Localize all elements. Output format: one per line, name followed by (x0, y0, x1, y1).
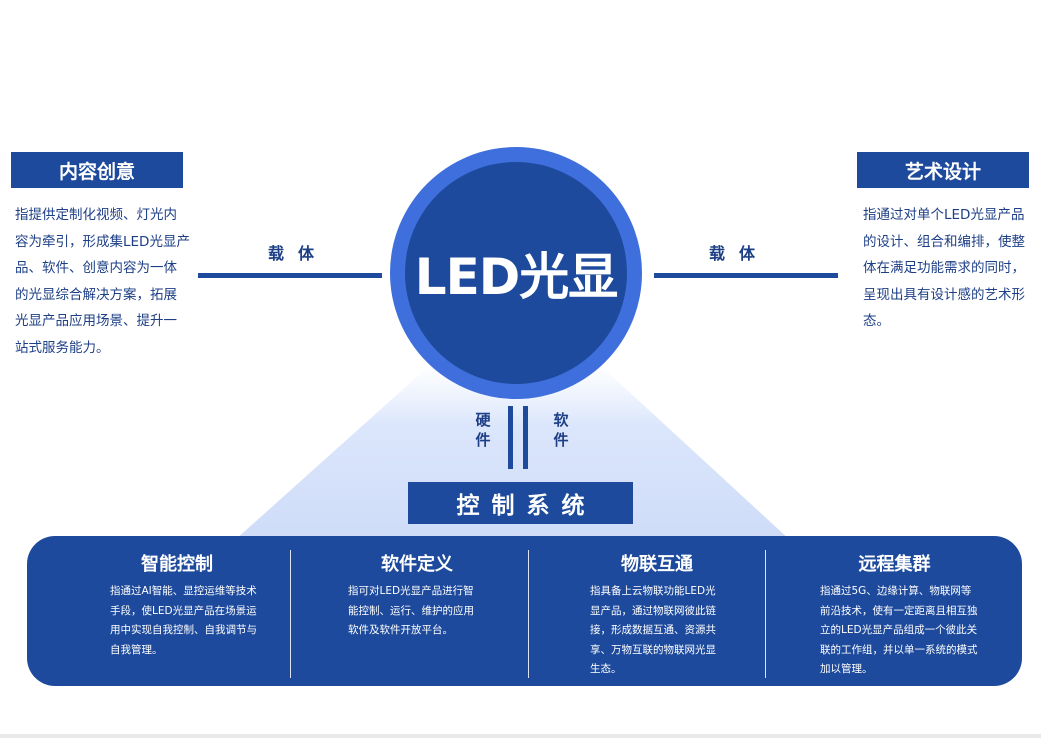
content-creative-text: 指提供定制化视频、灯光内容为牵引，形成集LED光显产品、软件、创意内容为一体的光… (15, 207, 190, 356)
column-iot-interconnect: 物联互通 指具备上云物联功能LED光显产品，通过物联网彼此链接，形成数据互通、资… (577, 536, 737, 686)
led-display-circle (390, 147, 642, 399)
column-text: 指通过5G、边缘计算、物联网等前沿技术，使有一定距离且相互独立的LED光显产品组… (820, 585, 978, 675)
column-divider (290, 550, 291, 678)
column-title: 智能控制 (141, 554, 213, 575)
column-text: 指可对LED光显产品进行智能控制、运行、维护的应用软件及软件开放平台。 (348, 585, 474, 636)
column-smart-control: 智能控制 指通过AI智能、显控运维等技术手段，使LED光显产品在场景运用中实现自… (97, 536, 257, 686)
column-title: 软件定义 (381, 554, 453, 575)
software-label: 软件 (553, 411, 569, 449)
right-carrier-label: 载体 (709, 244, 770, 263)
column-divider (528, 550, 529, 678)
software-link-line (523, 406, 528, 469)
column-text: 指通过AI智能、显控运维等技术手段，使LED光显产品在场景运用中实现自我控制、自… (110, 585, 257, 656)
art-design-heading: 艺术设计 (857, 152, 1029, 188)
column-software-defined: 软件定义 指可对LED光显产品进行智能控制、运行、维护的应用软件及软件开放平台。 (337, 536, 497, 686)
right-connector-line (654, 273, 838, 278)
left-connector-line (198, 273, 382, 278)
column-text: 指具备上云物联功能LED光显产品，通过物联网彼此链接，形成数据互通、资源共享、万… (590, 585, 716, 675)
control-system-heading: 控制系统 (408, 482, 633, 524)
center-title: LED光显 (414, 248, 619, 306)
column-divider (765, 550, 766, 678)
hardware-label: 硬件 (475, 411, 491, 449)
hardware-link-line (508, 406, 513, 469)
control-system-panel: 智能控制 指通过AI智能、显控运维等技术手段，使LED光显产品在场景运用中实现自… (27, 536, 1022, 686)
column-title: 物联互通 (621, 554, 693, 575)
art-design-text: 指通过对单个LED光显产品的设计、组合和编排，使整体在满足功能需求的同时，呈现出… (863, 207, 1025, 329)
column-remote-cluster: 远程集群 指通过5G、边缘计算、物联网等前沿技术，使有一定距离且相互独立的LED… (807, 536, 982, 686)
content-creative-heading: 内容创意 (11, 152, 183, 188)
bottom-border (0, 734, 1041, 738)
left-carrier-label: 载体 (268, 244, 329, 263)
column-title: 远程集群 (858, 554, 931, 575)
